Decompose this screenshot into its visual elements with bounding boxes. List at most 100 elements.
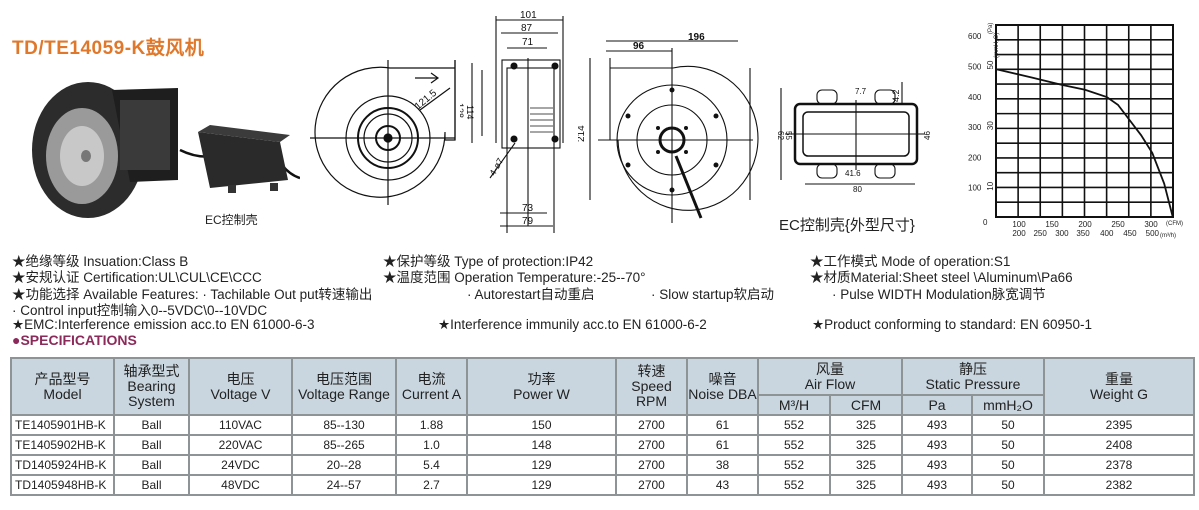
y-tick-label: 600 (968, 32, 982, 41)
cell-current: 1.0 (395, 434, 468, 456)
dim-73: 73 (522, 203, 534, 214)
cell-pressure-pa: 493 (901, 434, 973, 456)
x-tick-label: 200 (1078, 220, 1092, 229)
x-axis-label: (CFM) (1166, 221, 1183, 227)
cell-model: TD1405948HB-K (10, 474, 115, 496)
spec-insulation: ★绝缘等级 Insuation:Class B (12, 254, 189, 269)
cell-airflow-m3h: 552 (757, 414, 831, 436)
cell-model: TE1405901HB-K (10, 414, 115, 436)
spec-emc: ★EMC:Interference emission acc.to EN 610… (12, 317, 315, 332)
header-m3h: M³/H (757, 394, 831, 416)
header-pa: Pa (901, 394, 973, 416)
cell-bearing: Ball (113, 414, 190, 436)
x-tick-label: 250 (1111, 220, 1125, 229)
cell-voltage-range: 85--130 (291, 414, 397, 436)
dim-55: 55 (784, 131, 793, 140)
cell-noise: 38 (686, 454, 759, 476)
product-title: TD/TE14059-K鼓风机 (12, 38, 205, 59)
cell-noise: 61 (686, 414, 759, 436)
dim-79: 79 (522, 216, 534, 227)
cell-noise: 61 (686, 434, 759, 456)
cell-voltage-range: 24--57 (291, 474, 397, 496)
header-mmh2o: mmH₂O (971, 394, 1045, 416)
pressure-curve (995, 68, 1174, 218)
blower-photo (32, 82, 178, 218)
cell-power: 129 (466, 454, 617, 476)
header-cfm: CFM (829, 394, 903, 416)
cell-weight: 2378 (1043, 454, 1195, 476)
cell-pressure-mmh2o: 50 (971, 474, 1045, 496)
cell-pressure-pa: 493 (901, 414, 973, 436)
spec-immunity: ★Interference immunily acc.to EN 61000-6… (438, 317, 707, 332)
y2-axis-label: (mmH₂O) (994, 33, 1000, 58)
dim-7-7: 7.7 (855, 87, 867, 96)
cell-current: 5.4 (395, 454, 468, 476)
dim-4-2: 4.2 (891, 89, 901, 102)
spec-temperature: ★温度范围 Operation Temperature:-25--70° (383, 270, 646, 285)
x2-tick-label: 250 (1033, 229, 1047, 238)
side-view-drawing: 121.5 (310, 60, 456, 205)
product-photo (32, 82, 300, 218)
y2-tick-label: 30 (986, 121, 995, 130)
x-tick-label: 300 (1144, 220, 1158, 229)
x2-tick-label: 300 (1055, 229, 1069, 238)
y-tick-label: 400 (968, 93, 982, 102)
cell-speed: 2700 (615, 414, 688, 436)
dim-62: 62 (776, 131, 785, 140)
cell-voltage: 220VAC (188, 434, 293, 456)
y-tick-label: 100 (968, 184, 982, 193)
x-tick-label: 100 (1012, 220, 1026, 229)
cell-voltage: 48VDC (188, 474, 293, 496)
dim-114: 114 (465, 105, 475, 119)
dim-71: 71 (522, 37, 534, 48)
dim-46: 46 (923, 131, 932, 140)
x2-tick-label: 500 (1146, 229, 1160, 238)
cell-pressure-mmh2o: 50 (971, 454, 1045, 476)
cell-voltage-range: 85--265 (291, 434, 397, 456)
y-tick-label: 200 (968, 153, 982, 162)
front-view-drawing: 101 87 71 128 114 4-ø7 73 79 (460, 10, 564, 233)
feature-control-input: · Control input控制输入0--5VDC\0--10VDC (12, 303, 268, 318)
cell-pressure-mmh2o: 50 (971, 434, 1045, 456)
feature-autorestart: · Autorestart自动重启 (467, 287, 595, 302)
spec-certification: ★安规认证 Certification:UL\CUL\CE\CCC (12, 270, 262, 285)
cell-weight: 2395 (1043, 414, 1195, 436)
cell-current: 2.7 (395, 474, 468, 496)
dim-41-6: 41.6 (845, 169, 861, 178)
cell-weight: 2382 (1043, 474, 1195, 496)
ec-control-box-photo (179, 125, 300, 193)
cell-model: TD1405924HB-K (10, 454, 115, 476)
cell-voltage-range: 20--28 (291, 454, 397, 476)
spec-mode: ★工作模式 Mode of operation:S1 (810, 254, 1011, 269)
cell-power: 129 (466, 474, 617, 496)
cell-speed: 2700 (615, 434, 688, 456)
x2-tick-label: 400 (1100, 229, 1114, 238)
cell-pressure-pa: 493 (901, 474, 973, 496)
cell-model: TE1405902HB-K (10, 434, 115, 456)
cell-voltage: 110VAC (188, 414, 293, 436)
specifications-heading: ●SPECIFICATIONS (12, 332, 137, 348)
y-tick-label: 300 (968, 123, 982, 132)
cell-airflow-cfm: 325 (829, 414, 903, 436)
spec-protection: ★保护等级 Type of protection:IP42 (383, 254, 594, 269)
x2-tick-label: 350 (1076, 229, 1090, 238)
cell-bearing: Ball (113, 474, 190, 496)
ec-box-caption: EC控制壳{外型尺寸} (779, 217, 915, 234)
y-tick-label: 500 (968, 63, 982, 72)
